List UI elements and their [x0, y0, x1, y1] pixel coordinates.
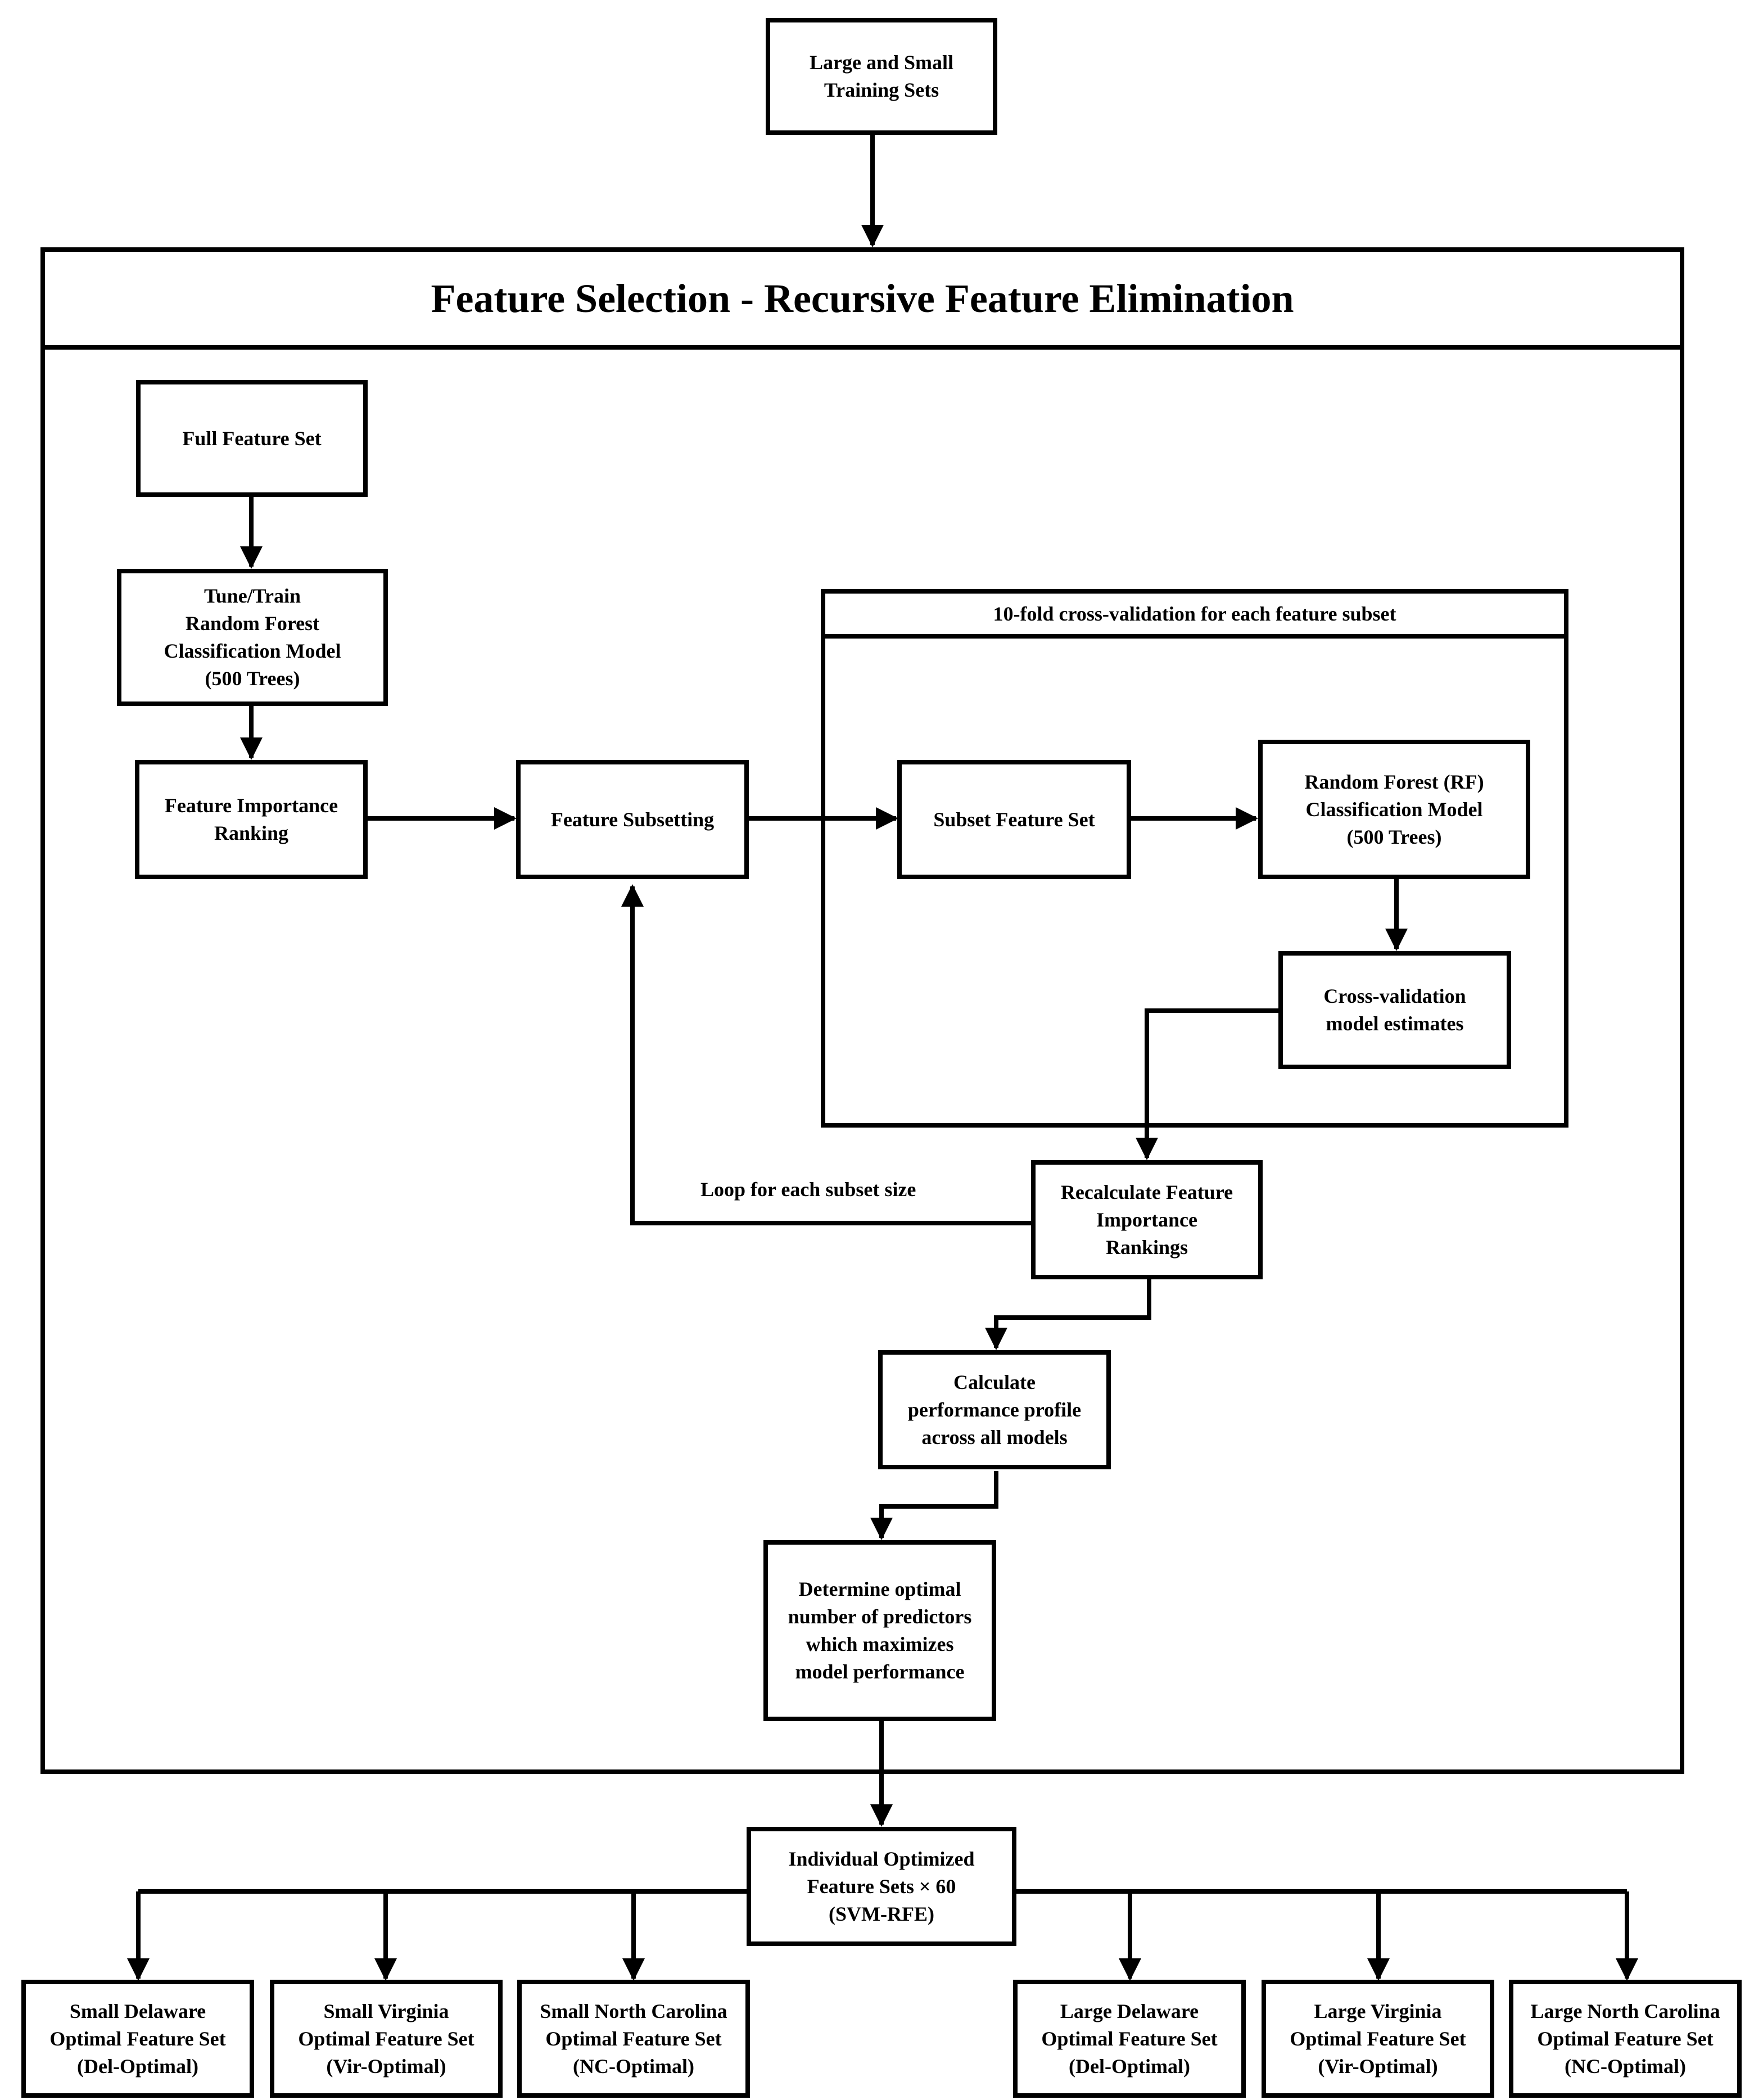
arrow-estimates-to-recalc — [1136, 1008, 1280, 1160]
output-label: Small Virginia Optimal Feature Set (Vir-… — [298, 1999, 474, 2078]
feature-subsetting-box: Feature Subsetting — [516, 760, 749, 879]
output-small-virginia: Small Virginia Optimal Feature Set (Vir-… — [270, 1980, 503, 2098]
output-label: Large North Carolina Optimal Feature Set… — [1530, 1999, 1720, 2078]
importance-ranking-box: Feature Importance Ranking — [135, 760, 368, 879]
output-large-delaware: Large Delaware Optimal Feature Set (Del-… — [1013, 1980, 1246, 2098]
determine-optimal-label: Determine optimal number of predictors w… — [788, 1578, 972, 1683]
recalc-box: Recalculate Feature Importance Rankings — [1031, 1160, 1263, 1279]
cv-frame: 10-fold cross-validation for each featur… — [821, 589, 1568, 1128]
cv-title: 10-fold cross-validation for each featur… — [993, 603, 1396, 625]
training-sets-label: Large and Small Training Sets — [809, 51, 954, 101]
training-sets-box: Large and Small Training Sets — [766, 18, 997, 135]
tune-train-box: Tune/Train Random Forest Classification … — [117, 569, 388, 706]
output-small-north-carolina: Small North Carolina Optimal Feature Set… — [517, 1980, 750, 2098]
output-label: Small Delaware Optimal Feature Set (Del-… — [49, 1999, 226, 2078]
loop-label: Loop for each subset size — [700, 1178, 916, 1201]
full-feature-set-label: Full Feature Set — [182, 427, 322, 450]
output-large-north-carolina: Large North Carolina Optimal Feature Set… — [1509, 1980, 1742, 2098]
rfe-frame: Feature Selection - Recursive Feature El… — [40, 247, 1684, 1774]
arrow-loop-back — [621, 884, 1034, 1225]
importance-ranking-label: Feature Importance Ranking — [164, 794, 338, 844]
cv-title-bar: 10-fold cross-validation for each featur… — [825, 594, 1564, 639]
output-label: Large Delaware Optimal Feature Set (Del-… — [1041, 1999, 1218, 2078]
determine-optimal-box: Determine optimal number of predictors w… — [763, 1540, 996, 1721]
feature-subsetting-label: Feature Subsetting — [550, 808, 715, 831]
rf-model-box: Random Forest (RF) Classification Model … — [1258, 740, 1530, 879]
subset-feature-set-label: Subset Feature Set — [933, 808, 1095, 831]
individual-sets-label: Individual Optimized Feature Sets × 60 (… — [788, 1847, 975, 1925]
recalc-label: Recalculate Feature Importance Rankings — [1060, 1180, 1233, 1259]
rfe-title-bar: Feature Selection - Recursive Feature El… — [45, 252, 1680, 350]
output-large-virginia: Large Virginia Optimal Feature Set (Vir-… — [1262, 1980, 1494, 2098]
rfe-title: Feature Selection - Recursive Feature El… — [431, 275, 1294, 321]
rf-model-label: Random Forest (RF) Classification Model … — [1304, 770, 1484, 848]
perf-profile-label: Calculate performance profile across all… — [907, 1370, 1082, 1449]
full-feature-set-box: Full Feature Set — [136, 380, 368, 497]
arrow-perf-to-determine — [870, 1471, 998, 1540]
subset-feature-set-box: Subset Feature Set — [897, 760, 1131, 879]
cv-estimates-label: Cross-validation model estimates — [1323, 985, 1466, 1035]
tune-train-label: Tune/Train Random Forest Classification … — [164, 585, 341, 690]
cv-estimates-box: Cross-validation model estimates — [1278, 951, 1511, 1069]
individual-sets-box: Individual Optimized Feature Sets × 60 (… — [747, 1827, 1016, 1946]
output-label: Small North Carolina Optimal Feature Set… — [540, 1999, 727, 2078]
output-small-delaware: Small Delaware Optimal Feature Set (Del-… — [21, 1980, 254, 2098]
arrow-recalc-to-perf — [985, 1279, 1151, 1350]
perf-profile-box: Calculate performance profile across all… — [878, 1350, 1111, 1469]
output-label: Large Virginia Optimal Feature Set (Vir-… — [1290, 1999, 1466, 2078]
